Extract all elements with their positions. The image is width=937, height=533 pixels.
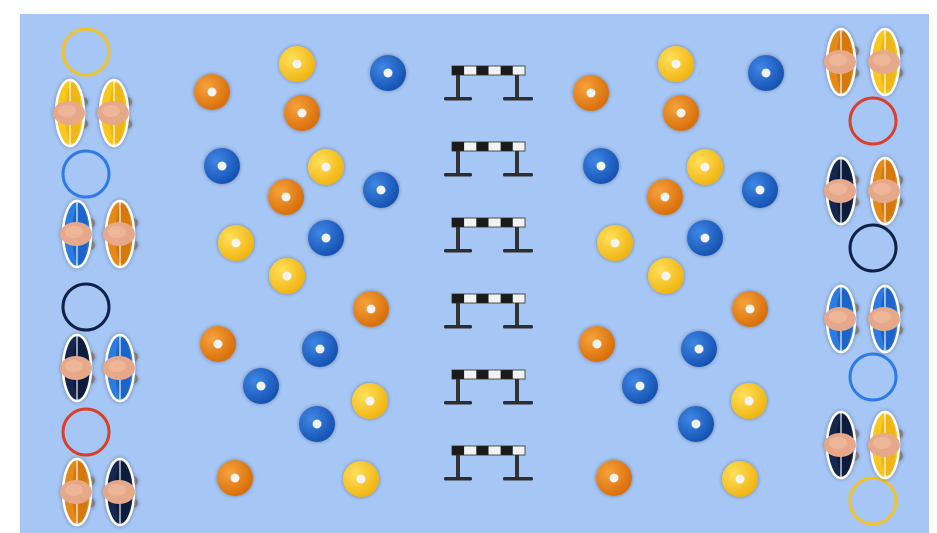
player-orange-left-7 [60,457,95,527]
cone-orange-left-4 [284,95,320,131]
cone-orange-left-1 [194,74,230,110]
player-yellow-right-8 [868,410,903,480]
cone-orange-right-4 [663,95,699,131]
hurdle-5 [444,369,533,405]
player-yellow-left-2 [97,78,132,148]
cone-orange-left-7 [268,179,304,215]
player-yellow-left-1 [53,78,88,148]
ring-left-2 [61,149,111,199]
player-blue-right-6 [868,284,903,354]
cone-yellow-left-2 [279,46,315,82]
cone-yellow-left-6 [308,149,344,185]
cone-blue-left-14 [302,331,338,367]
cone-yellow-left-16 [352,383,388,419]
cone-yellow-right-9 [597,225,633,261]
cone-blue-right-15 [622,368,658,404]
cone-blue-right-5 [583,148,619,184]
ring-left-3 [61,282,111,332]
cone-yellow-right-6 [687,149,723,185]
player-orange-right-1 [824,27,859,97]
hurdle-6 [444,445,533,481]
hurdles [444,65,533,481]
cone-orange-left-18 [217,460,253,496]
cone-blue-left-17 [299,406,335,442]
hurdle-1 [444,65,533,101]
cone-orange-right-7 [647,179,683,215]
hurdle-3 [444,217,533,253]
cone-orange-left-13 [200,326,236,362]
cone-blue-left-5 [204,148,240,184]
cone-orange-right-12 [732,291,768,327]
cone-yellow-right-2 [658,46,694,82]
cone-blue-right-3 [748,55,784,91]
player-blue-left-6 [103,333,138,403]
player-orange-left-4 [103,199,138,269]
cone-orange-right-1 [573,75,609,111]
player-navy-left-8 [103,457,138,527]
player-yellow-right-2 [868,27,903,97]
cone-orange-left-12 [353,291,389,327]
ring-right-4 [848,476,898,526]
cone-orange-right-18 [596,460,632,496]
hurdle-4 [444,293,533,329]
cone-yellow-right-16 [731,383,767,419]
player-orange-right-4 [868,156,903,226]
cone-blue-left-3 [370,55,406,91]
cone-orange-right-13 [579,326,615,362]
player-navy-right-7 [824,410,859,480]
ring-right-2 [848,223,898,273]
player-navy-left-5 [60,333,95,403]
players [53,27,903,527]
cone-yellow-left-11 [269,258,305,294]
ring-right-3 [848,352,898,402]
cone-blue-right-17 [678,406,714,442]
hurdle-2 [444,141,533,177]
player-navy-right-3 [824,156,859,226]
cones [194,46,784,497]
cone-blue-left-10 [308,220,344,256]
rings [61,27,898,526]
ring-right-1 [848,96,898,146]
cone-yellow-right-11 [648,258,684,294]
cone-blue-right-14 [681,331,717,367]
cone-blue-right-8 [742,172,778,208]
ring-left-4 [61,407,111,457]
cone-yellow-left-19 [343,461,379,497]
cone-blue-left-8 [363,172,399,208]
cone-blue-left-15 [243,368,279,404]
ring-left-1 [61,27,111,77]
cone-blue-right-10 [687,220,723,256]
cone-yellow-left-9 [218,225,254,261]
cone-yellow-right-19 [722,461,758,497]
player-blue-right-5 [824,284,859,354]
player-blue-left-3 [60,199,95,269]
